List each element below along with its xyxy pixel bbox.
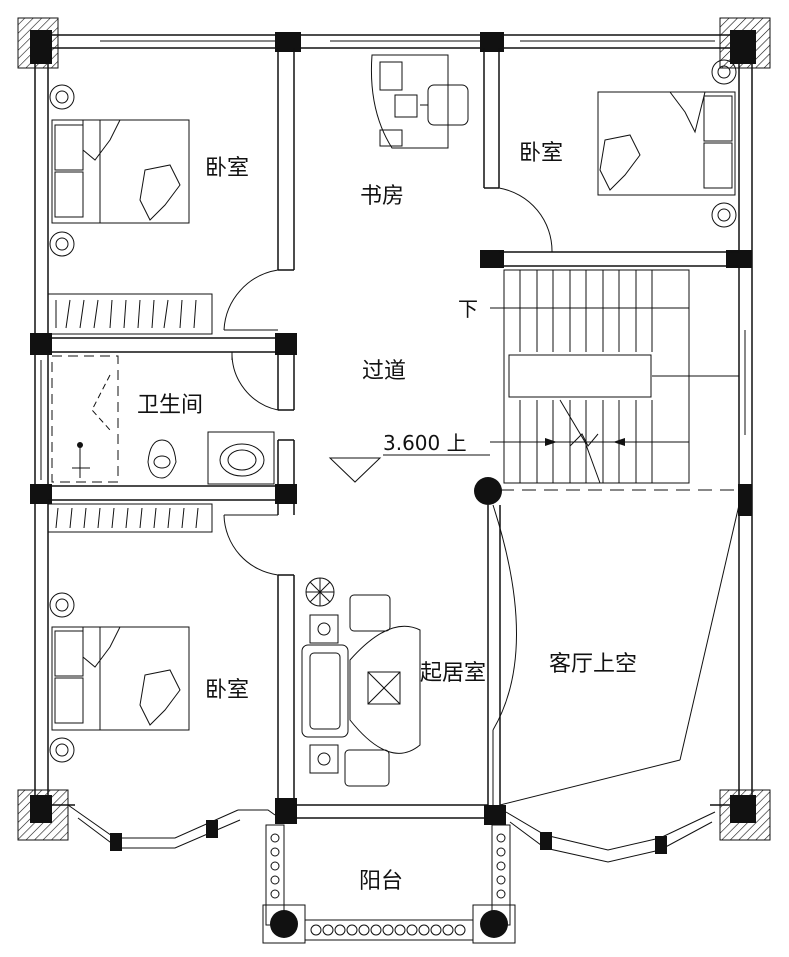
- room-label-corridor: 过道: [362, 359, 406, 384]
- balcony-railing: [265, 824, 511, 941]
- bed-icon: [51, 119, 190, 224]
- interior-walls: [48, 48, 739, 819]
- room-label-bedroom-bottom-left: 卧室: [205, 678, 249, 703]
- room-label-living-room: 起居室: [420, 661, 486, 686]
- bed-icon-2: [597, 91, 736, 196]
- shower-area: [51, 355, 119, 483]
- level-marker-icon: [328, 457, 382, 483]
- structural-columns: [30, 30, 756, 825]
- room-label-study: 书房: [360, 184, 404, 209]
- corner-pilasters: [17, 17, 771, 841]
- staircase: [490, 269, 739, 484]
- outer-walls: [34, 34, 753, 815]
- bed-icon-3: [51, 626, 190, 731]
- room-label-bedroom-top-right: 卧室: [519, 141, 563, 166]
- lamp-icon-3: [49, 592, 75, 763]
- room-label-bathroom: 卫生间: [137, 393, 203, 418]
- stair-up-level-label: 3.600 上: [383, 431, 467, 455]
- plant-icon: [305, 577, 339, 774]
- desk-icon: [370, 54, 449, 149]
- bay-window-right: [505, 811, 716, 863]
- sofa-icon: [301, 594, 421, 787]
- stair-down-label: 下: [458, 297, 478, 321]
- column-icon: [262, 904, 516, 944]
- door-swings: [223, 187, 553, 805]
- room-label-bedroom-top-left: 卧室: [205, 156, 249, 181]
- hall-void-outline: [499, 489, 740, 806]
- room-label-hall-void: 客厅上空: [549, 652, 637, 677]
- lamp-icon-2: [711, 59, 737, 228]
- washbasin-icon: [207, 431, 275, 485]
- chair-icon: [420, 84, 469, 126]
- bay-window-left: [67, 804, 276, 851]
- toilet-icon: [147, 439, 177, 479]
- wardrobe-icon: [47, 293, 213, 533]
- lamp-icon: [49, 84, 75, 257]
- room-label-balcony: 阳台: [359, 869, 403, 894]
